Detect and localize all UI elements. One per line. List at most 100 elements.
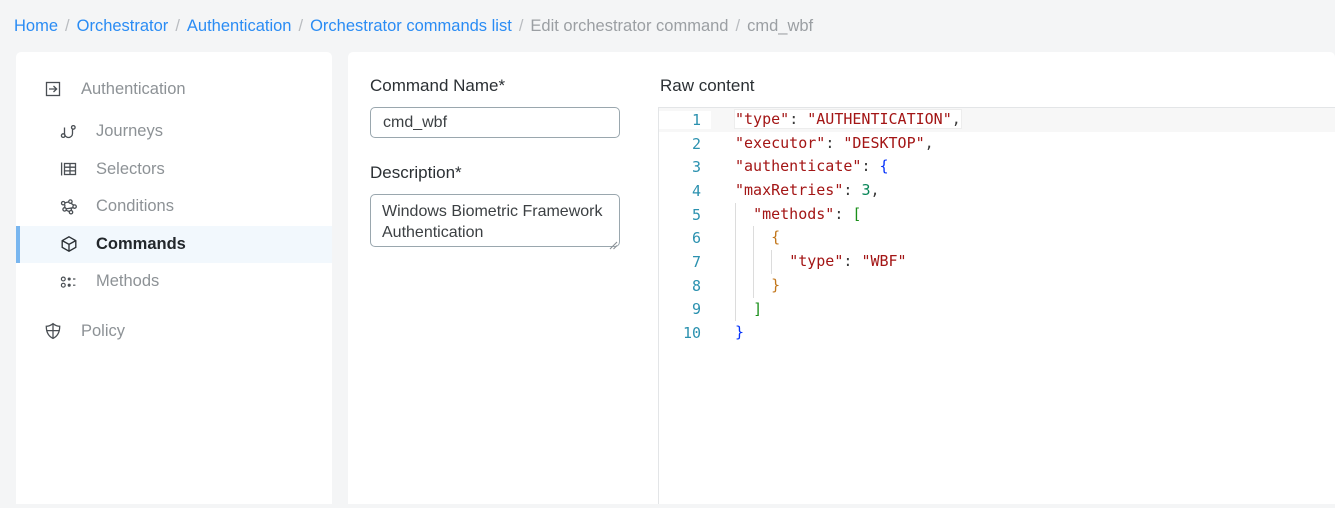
code-token: "type": [735, 110, 790, 128]
sidebar-item-commands[interactable]: Commands: [16, 225, 332, 263]
sidebar-item-journeys[interactable]: Journeys: [16, 113, 332, 151]
code-token: "AUTHENTICATION": [807, 110, 952, 128]
code-line[interactable]: 1 "type": "AUTHENTICATION",: [659, 108, 1335, 132]
code-token: "maxRetries": [735, 181, 844, 200]
code-token: :: [834, 204, 853, 223]
code-text: "executor": "DESKTOP",: [735, 134, 934, 152]
code-token: [735, 205, 753, 223]
breadcrumb-separator: /: [518, 16, 524, 35]
sidebar-item-label: Methods: [96, 272, 160, 291]
code-line[interactable]: 3"authenticate": {: [659, 155, 1335, 179]
description-field-group: Description* Windows Biometric Framework…: [370, 163, 658, 252]
breadcrumb-item-current: cmd_wbf: [747, 16, 814, 35]
shield-icon: [42, 320, 64, 342]
sidebar-item-methods[interactable]: Methods: [16, 263, 332, 301]
code-text: "maxRetries": 3,: [735, 181, 880, 199]
line-number: 1: [659, 110, 711, 129]
indent-guide: [753, 226, 754, 251]
code-token: "DESKTOP": [843, 133, 925, 152]
breadcrumb-separator: /: [298, 16, 304, 35]
command-name-label: Command Name*: [370, 76, 506, 95]
sidebar: Authentication Journeys: [16, 52, 332, 504]
code-line[interactable]: 4 "maxRetries": 3,: [659, 179, 1335, 203]
line-number: 9: [691, 300, 701, 319]
breadcrumb-item-home[interactable]: Home: [14, 16, 59, 35]
code-line[interactable]: 8 }: [659, 273, 1335, 298]
code-line-content: }: [711, 273, 1335, 298]
code-token: :: [825, 133, 844, 152]
code-editor[interactable]: 1 "type": "AUTHENTICATION", 2"executor": "…: [658, 107, 1335, 504]
description-label: Description*: [370, 163, 462, 182]
indent-guide: [735, 250, 736, 274]
line-number: 7: [691, 252, 701, 271]
code-line-content: "type": "WBF": [711, 250, 1335, 274]
code-line[interactable]: 2"executor": "DESKTOP",: [659, 132, 1335, 156]
code-token: [735, 300, 753, 318]
code-token: {: [771, 228, 781, 247]
commands-icon: [58, 233, 80, 255]
sidebar-item-label: Commands: [96, 234, 186, 253]
code-line-content: "executor": "DESKTOP",: [711, 132, 1335, 156]
sidebar-header-label: Authentication: [81, 79, 186, 98]
description-textarea-wrap: Windows Biometric Framework Authenticati…: [370, 194, 620, 252]
sidebar-item-selectors[interactable]: Selectors: [16, 151, 332, 189]
code-line[interactable]: 6 {: [659, 226, 1335, 251]
indent-guide: [735, 226, 736, 251]
code-line-content: "authenticate": {: [711, 155, 1335, 179]
sidebar-nav: Journeys Selectors: [16, 113, 332, 350]
line-number: 4: [691, 181, 701, 200]
raw-content-label: Raw content: [660, 76, 755, 95]
code-token: 3: [861, 181, 871, 200]
code-text: "methods": [: [735, 205, 861, 223]
breadcrumb-separator: /: [735, 16, 741, 35]
command-name-input[interactable]: [370, 107, 620, 138]
code-token: "authenticate": [735, 157, 862, 176]
sidebar-item-conditions[interactable]: Conditions: [16, 188, 332, 226]
code-token: [735, 252, 789, 270]
code-token: ,: [870, 181, 880, 200]
code-line-content: {: [711, 226, 1335, 251]
line-number: 10: [682, 324, 701, 343]
code-token: }: [771, 275, 781, 294]
code-line-content: }: [711, 321, 1335, 345]
breadcrumb-item-authentication[interactable]: Authentication: [186, 16, 292, 35]
code-text: "type": "WBF": [735, 252, 906, 271]
code-line-content: ]: [711, 297, 1335, 322]
code-text: "type": "AUTHENTICATION",: [734, 109, 962, 129]
line-number: 5: [691, 205, 701, 224]
sidebar-header-authentication[interactable]: Authentication: [16, 72, 332, 106]
line-number: 8: [691, 276, 701, 295]
breadcrumb-separator: /: [175, 16, 180, 35]
command-name-field-group: Command Name*: [370, 76, 658, 138]
code-token: :: [843, 252, 862, 271]
breadcrumb-item-orchestrator[interactable]: Orchestrator: [76, 16, 169, 35]
login-arrow-icon: [42, 78, 64, 100]
breadcrumb-separator: /: [65, 16, 70, 35]
code-line-content: "maxRetries": 3,: [711, 179, 1335, 203]
code-token: ]: [753, 299, 763, 318]
selectors-icon: [58, 158, 80, 180]
command-form: Command Name* Description* Windows Biome…: [348, 52, 658, 504]
indent-guide: [735, 273, 736, 298]
code-token: "type": [789, 252, 844, 271]
methods-icon: [58, 271, 80, 293]
breadcrumb-item-edit-orchestrator-command: Edit orchestrator command: [530, 16, 729, 35]
sidebar-item-label: Selectors: [96, 159, 165, 178]
code-text: }: [735, 323, 744, 341]
description-textarea[interactable]: Windows Biometric Framework Authenticati…: [370, 194, 620, 247]
journeys-icon: [58, 121, 80, 143]
code-text: {: [735, 228, 780, 246]
code-line-content: "type": "AUTHENTICATION",: [711, 108, 1335, 132]
breadcrumb: Home / Orchestrator / Authentication / O…: [0, 0, 1335, 52]
code-line[interactable]: 5 "methods": [: [659, 202, 1335, 227]
code-line[interactable]: 7 "type": "WBF": [659, 250, 1335, 274]
code-line[interactable]: 10}: [659, 321, 1335, 345]
code-token: :: [861, 157, 880, 176]
line-number: 6: [691, 229, 701, 248]
raw-content-section: Raw content 1 "type": "AUTHENTICATION", 2"…: [658, 52, 1335, 504]
code-token: :: [843, 181, 862, 200]
main-panel: Command Name* Description* Windows Biome…: [348, 52, 1335, 504]
code-line[interactable]: 9 ]: [659, 297, 1335, 322]
sidebar-item-policy[interactable]: Policy: [16, 313, 332, 351]
breadcrumb-item-orchestrator-commands-list[interactable]: Orchestrator commands list: [310, 16, 512, 35]
